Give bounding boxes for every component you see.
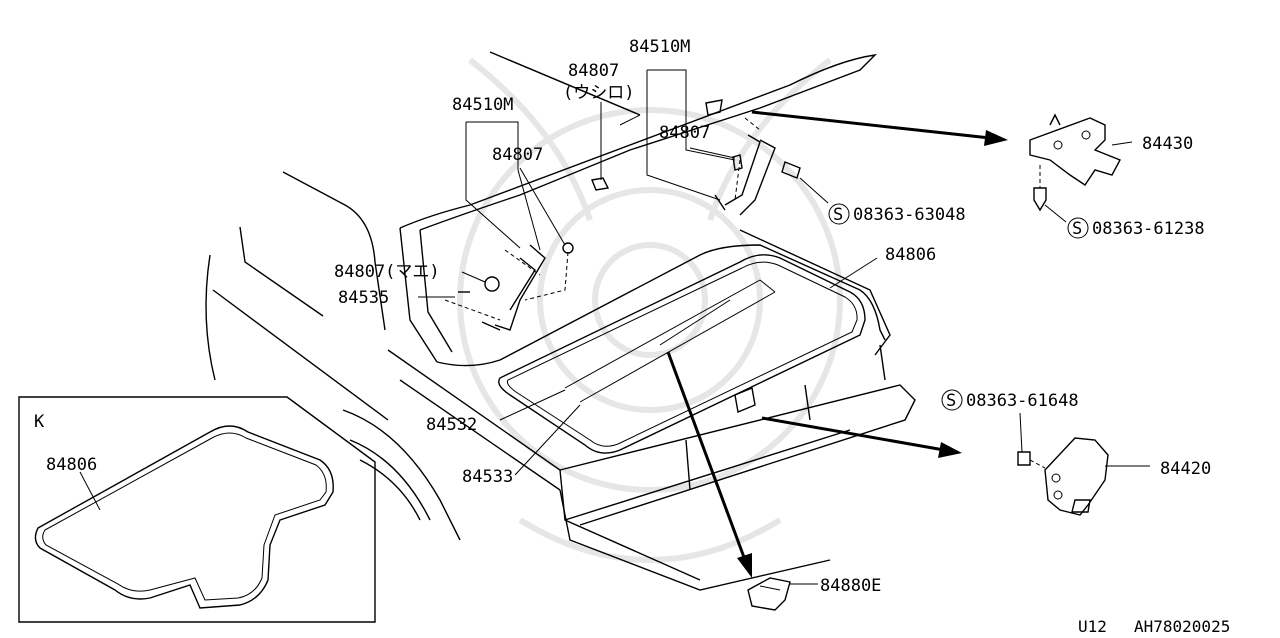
clip-84880E (747, 577, 791, 611)
leader-lines (79, 69, 1150, 585)
label-84807-a: 84807 (492, 145, 543, 165)
label-84807-rear: 84807 (568, 61, 619, 81)
trunk-lock-84430 (1029, 113, 1121, 212)
label-84807-front: 84807(マエ) (334, 262, 440, 282)
screw-symbols (828, 203, 1089, 411)
watermark-emblem (457, 57, 843, 563)
inset-key-label: K (34, 412, 45, 432)
screw-symbol-61238: S (1072, 219, 1082, 239)
striker-84420 (1017, 437, 1109, 516)
weatherstrip-84806 (498, 254, 866, 454)
label-84807-b: 84807 (659, 123, 710, 143)
label-84430: 84430 (1142, 134, 1193, 154)
label-84532: 84532 (426, 415, 477, 435)
label-84806: 84806 (885, 245, 936, 265)
label-84535: 84535 (338, 288, 389, 308)
label-84510M-left: 84510M (452, 95, 513, 115)
label-84880E: 84880E (820, 576, 881, 596)
label-08363-61648: 08363-61648 (966, 391, 1079, 411)
footer-model: U12 (1078, 617, 1107, 636)
label-08363-63048: 08363-63048 (853, 205, 966, 225)
label-84533: 84533 (462, 467, 513, 487)
label-08363-61238: 08363-61238 (1092, 219, 1205, 239)
label-84510M-top: 84510M (629, 37, 690, 57)
hinge-assemblies (444, 99, 801, 413)
inset-k (18, 396, 376, 623)
screw-symbol-63048: S (833, 205, 843, 225)
label-inset-84806: 84806 (46, 455, 97, 475)
car-body (205, 51, 916, 591)
direction-arrows (666, 110, 1008, 578)
screw-symbol-61648: S (946, 391, 956, 411)
footer-code: AH78020025 (1134, 617, 1230, 636)
label-84420: 84420 (1160, 459, 1211, 479)
label-84807-rear-note: (ウシロ) (563, 83, 634, 103)
